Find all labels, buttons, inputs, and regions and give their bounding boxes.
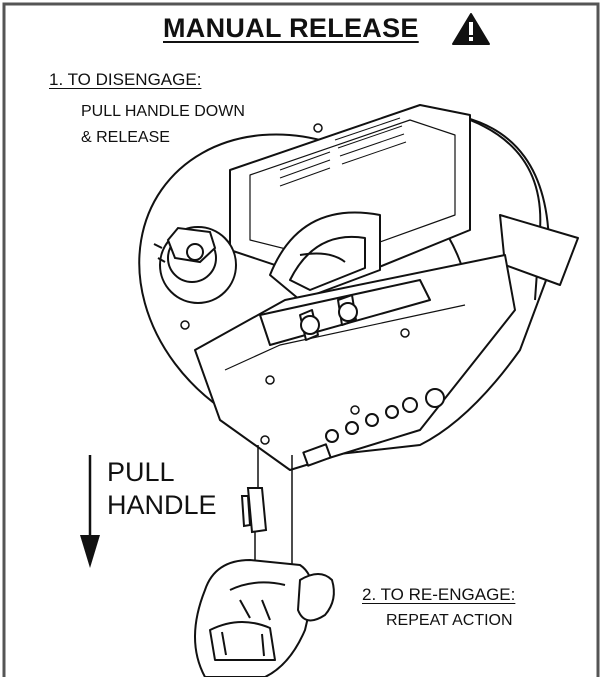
- warning-triangle-icon: [452, 13, 490, 45]
- step2-heading: 2. TO RE-ENGAGE:: [362, 585, 516, 604]
- step2-line1: REPEAT ACTION: [386, 612, 513, 629]
- pull-label-line2: HANDLE: [107, 490, 217, 520]
- step1-line2: & RELEASE: [81, 129, 170, 146]
- page-title: MANUAL RELEASE: [163, 13, 419, 43]
- step1-heading: 1. TO DISENGAGE:: [49, 70, 202, 89]
- terminal-sockets: [302, 388, 445, 467]
- hand-with-handle: [194, 559, 335, 677]
- screws: [180, 123, 410, 445]
- down-arrow-icon: [80, 455, 100, 568]
- label-plate: [279, 117, 407, 187]
- cord-clip: [240, 487, 268, 534]
- step1-line1: PULL HANDLE DOWN: [81, 103, 245, 120]
- pull-label-line1: PULL: [107, 457, 175, 487]
- security-lock-icon: [153, 226, 237, 304]
